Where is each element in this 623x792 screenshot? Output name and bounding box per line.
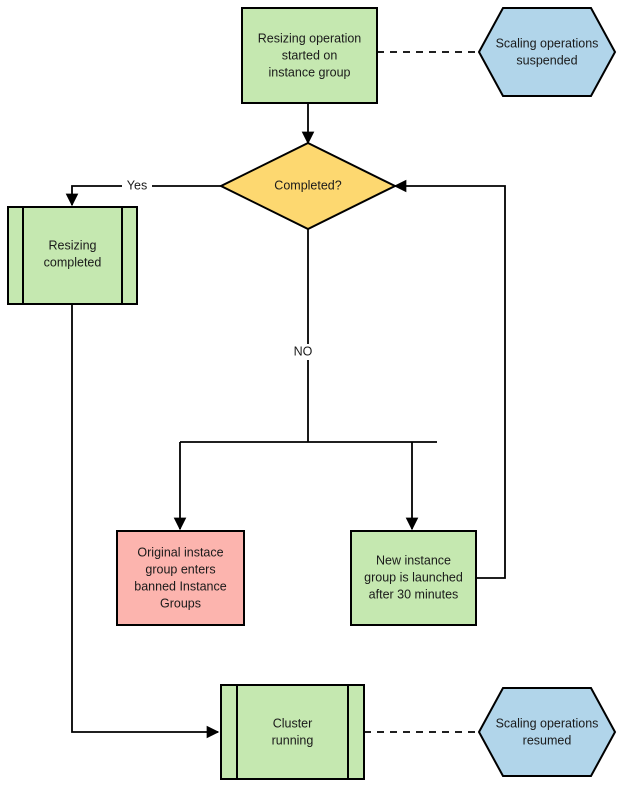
new-instance-group-line-1: New instance xyxy=(376,553,451,567)
scaling-resumed-line-1: Scaling operations xyxy=(496,716,599,730)
node-resizing-started[interactable]: Resizing operation started on instance g… xyxy=(241,7,378,104)
new-instance-group-box xyxy=(350,530,477,626)
scaling-suspended-hexagon xyxy=(477,7,617,97)
node-original-banned[interactable]: Original instace group enters banned Ins… xyxy=(116,530,245,626)
node-resizing-completed[interactable]: Resizing completed xyxy=(7,206,138,305)
original-banned-line-3: banned Instance xyxy=(134,579,226,593)
resizing-completed-line-1: Resizing xyxy=(49,238,97,252)
edge-label-no: NO xyxy=(294,344,313,358)
scaling-suspended-line-2: suspended xyxy=(516,53,577,67)
resizing-completed-box xyxy=(7,206,138,305)
no-label-background xyxy=(290,344,316,360)
resizing-completed-line-2: completed xyxy=(44,255,102,269)
new-instance-group-line-3: after 30 minutes xyxy=(369,587,459,601)
original-banned-line-2: group enters xyxy=(145,562,215,576)
cluster-running-box xyxy=(220,684,365,780)
node-completed-decision[interactable]: Completed? xyxy=(218,141,398,231)
node-scaling-resumed[interactable]: Scaling operations resumed xyxy=(477,687,617,777)
scaling-resumed-hexagon xyxy=(477,687,617,777)
cluster-running-line-2: running xyxy=(272,733,314,747)
completed-decision-diamond xyxy=(218,141,398,231)
resizing-started-line-1: Resizing operation xyxy=(258,31,362,45)
edge-label-yes: Yes xyxy=(127,178,147,192)
scaling-resumed-line-2: resumed xyxy=(523,733,572,747)
original-banned-box xyxy=(116,530,245,626)
original-banned-line-4: Groups xyxy=(160,596,201,610)
completed-decision-label: Completed? xyxy=(274,178,341,192)
original-banned-line-1: Original instace xyxy=(137,545,223,559)
scaling-suspended-line-1: Scaling operations xyxy=(496,36,599,50)
node-new-instance-group[interactable]: New instance group is launched after 30 … xyxy=(350,530,477,626)
connector-new-group-loop-to-decision xyxy=(393,179,506,579)
resizing-started-box xyxy=(241,7,378,104)
new-instance-group-line-2: group is launched xyxy=(364,570,463,584)
yes-label-background xyxy=(122,178,152,194)
resizing-started-line-3: instance group xyxy=(268,65,350,79)
resizing-started-line-2: started on xyxy=(282,48,338,62)
node-cluster-running[interactable]: Cluster running xyxy=(220,684,365,780)
cluster-running-line-1: Cluster xyxy=(273,716,313,730)
node-scaling-suspended[interactable]: Scaling operations suspended xyxy=(477,7,617,97)
connector-yes-to-resizing-completed xyxy=(65,185,228,207)
connector-resizing-completed-to-cluster-running xyxy=(71,304,220,739)
